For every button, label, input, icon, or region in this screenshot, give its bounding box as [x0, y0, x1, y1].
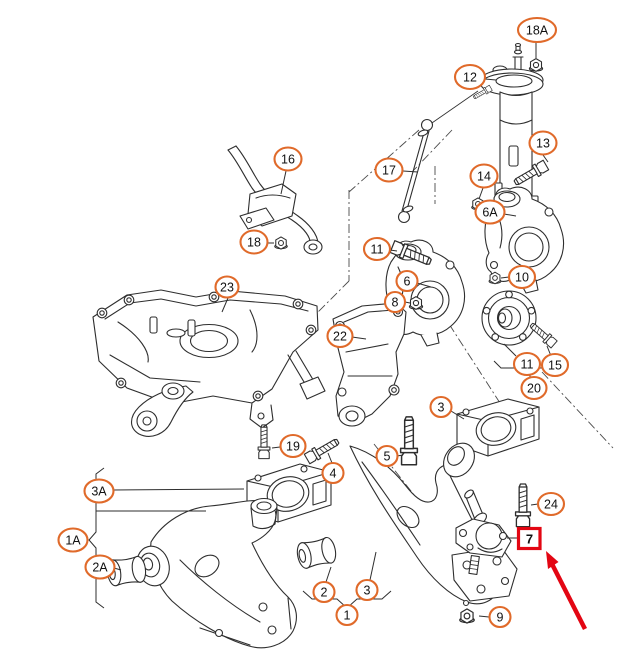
- svg-text:14: 14: [477, 170, 491, 184]
- highlight-arrow: [549, 562, 588, 631]
- control-arm-right: [349, 442, 518, 607]
- svg-text:19: 19: [286, 440, 300, 454]
- highlight-arrowhead: [546, 551, 559, 569]
- bolt-24: [514, 483, 532, 528]
- callout-19[interactable]: 19: [279, 433, 307, 459]
- svg-text:24: 24: [544, 498, 558, 512]
- callout-3A[interactable]: 3A: [83, 478, 115, 504]
- bushing-clamp-block-right: [456, 398, 540, 457]
- subframe: [92, 289, 326, 437]
- bolt-4: [303, 435, 342, 465]
- callout-11b[interactable]: 11: [512, 351, 542, 377]
- bolt-5: [399, 416, 419, 466]
- callout-18A[interactable]: 18A: [516, 16, 558, 44]
- callout-9[interactable]: 9: [488, 605, 512, 629]
- callout-16[interactable]: 16: [273, 146, 303, 172]
- stabilizer-bar-with-clamp: [227, 145, 323, 255]
- callout-15[interactable]: 15: [540, 352, 570, 378]
- nut-9: [459, 608, 475, 624]
- svg-text:1A: 1A: [65, 534, 81, 548]
- svg-text:11: 11: [371, 243, 384, 257]
- svg-text:16: 16: [281, 153, 295, 167]
- callout-3[interactable]: 3: [429, 395, 453, 419]
- svg-text:13: 13: [536, 137, 550, 151]
- svg-text:2: 2: [321, 586, 328, 600]
- svg-text:23: 23: [220, 281, 234, 295]
- callout-12[interactable]: 12: [453, 63, 487, 91]
- stabilizer-nut: [274, 236, 288, 250]
- callout-2[interactable]: 2: [312, 580, 336, 604]
- svg-text:11: 11: [521, 358, 534, 372]
- bolt-19: [257, 424, 271, 460]
- svg-text:6: 6: [404, 275, 411, 289]
- callout-23[interactable]: 23: [214, 275, 240, 299]
- bonded-bushing-right: [296, 536, 337, 569]
- callout-1[interactable]: 1: [335, 603, 359, 627]
- callout-8[interactable]: 8: [383, 290, 407, 314]
- svg-text:1: 1: [344, 609, 351, 623]
- callout-6A[interactable]: 6A: [474, 199, 506, 225]
- svg-text:18: 18: [247, 236, 261, 250]
- wheel-hub: [481, 290, 537, 346]
- callout-5[interactable]: 5: [375, 444, 399, 468]
- callout-10[interactable]: 10: [507, 264, 537, 290]
- callout-6[interactable]: 6: [395, 269, 419, 293]
- part-drawings: [92, 42, 565, 649]
- svg-text:4: 4: [330, 467, 337, 481]
- ball-joint: [455, 489, 512, 576]
- svg-text:3A: 3A: [91, 485, 107, 499]
- svg-text:10: 10: [515, 271, 529, 285]
- console-bracket: [332, 302, 407, 427]
- callout-1A[interactable]: 1A: [57, 527, 89, 553]
- svg-text:8: 8: [392, 296, 399, 310]
- callout-4[interactable]: 4: [321, 461, 345, 485]
- svg-text:3: 3: [364, 584, 371, 598]
- callout-18[interactable]: 18: [239, 229, 269, 255]
- highlight-box[interactable]: [516, 526, 542, 551]
- callout-3b[interactable]: 3: [355, 578, 379, 602]
- strut-top-nut: [528, 58, 544, 72]
- callouts: 18A 12 13 14 6A 16 17 18 11 6 8 10 23 22…: [57, 16, 570, 629]
- callout-2A[interactable]: 2A: [84, 554, 116, 580]
- svg-text:6A: 6A: [482, 206, 498, 220]
- svg-text:12: 12: [463, 71, 477, 85]
- svg-text:15: 15: [548, 359, 562, 373]
- callout-17[interactable]: 17: [374, 157, 404, 183]
- callout-13[interactable]: 13: [528, 130, 558, 156]
- svg-text:5: 5: [384, 450, 391, 464]
- highlight-annotation: 7: [507, 526, 588, 631]
- svg-text:22: 22: [333, 330, 347, 344]
- callout-24[interactable]: 24: [536, 491, 566, 517]
- svg-text:18A: 18A: [526, 24, 549, 38]
- stabilizer-link: [397, 90, 479, 224]
- svg-text:3: 3: [438, 401, 445, 415]
- svg-text:20: 20: [527, 382, 541, 396]
- svg-text:17: 17: [382, 164, 396, 178]
- control-arm-left: [136, 497, 297, 649]
- svg-text:2A: 2A: [92, 561, 108, 575]
- callout-20[interactable]: 20: [520, 375, 548, 401]
- highlight-label: 7: [526, 532, 533, 547]
- callout-22[interactable]: 22: [326, 323, 354, 349]
- subframe-bolt-bosses: [96, 291, 317, 406]
- callout-11[interactable]: 11: [362, 236, 392, 262]
- svg-text:9: 9: [497, 611, 504, 625]
- callout-14[interactable]: 14: [469, 163, 499, 189]
